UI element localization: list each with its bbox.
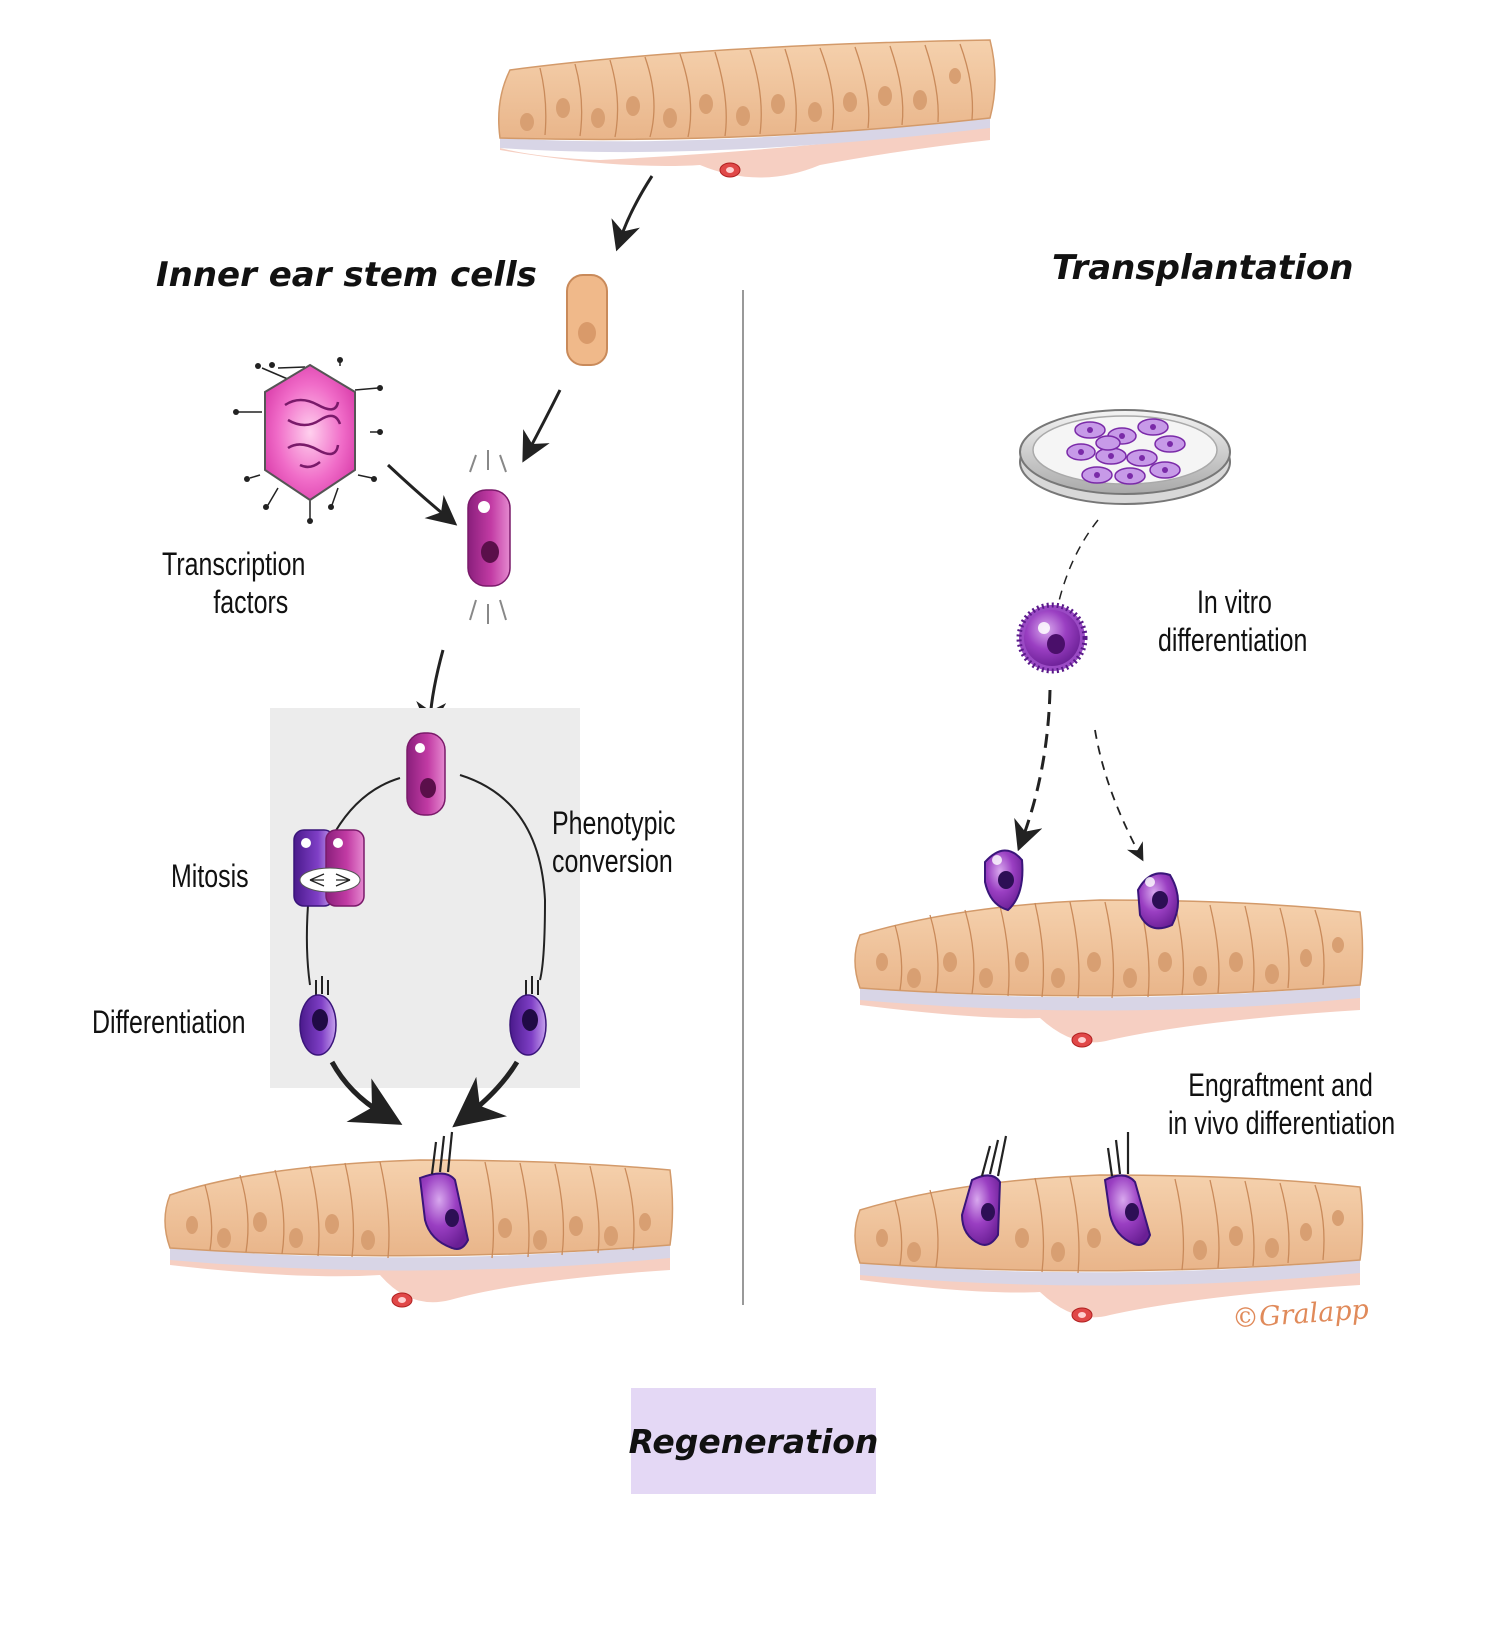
arrow-right-to-tissue: [452, 1060, 520, 1128]
label-transcription-line1: Transcription: [162, 546, 306, 582]
arrow-virus-to-stem: [386, 463, 458, 526]
transplanted-cell-left: [984, 849, 1024, 912]
label-engraftment-line1: Engraftment and: [1188, 1067, 1373, 1103]
mitosis-path-top: [334, 777, 401, 833]
right-title: Transplantation: [1052, 248, 1354, 288]
dashed-arrow-to-right-cell: [1094, 729, 1144, 862]
label-in-vitro-differentiation: In vitro differentiation: [1158, 583, 1307, 660]
tissue-strip-top: [498, 39, 996, 178]
label-in-vitro-line1: In vitro: [1197, 584, 1272, 620]
conversion-path: [459, 774, 547, 981]
arrow-tissue-to-progenitor: [611, 175, 654, 252]
cycle-stem-cell: [406, 732, 446, 816]
tissue-strip-transplant: [854, 849, 1364, 1048]
progenitor-cell: [566, 274, 608, 366]
reprogrammed-stem-cell: [467, 450, 511, 624]
virus-vector-icon: [233, 357, 383, 524]
arrow-progenitor-to-stem: [522, 389, 562, 463]
label-engraftment-line2: in vivo differentiation: [1168, 1105, 1396, 1142]
label-in-vitro-line2: differentiation: [1158, 622, 1308, 659]
label-differentiation: Differentiation: [92, 1004, 246, 1040]
differentiated-hair-cell-left: [299, 976, 337, 1056]
tissue-strip-regenerated: [164, 1131, 674, 1308]
petri-dish-icon: [1019, 409, 1231, 505]
mitosis-path-bottom: [305, 904, 311, 986]
regeneration-box: Regeneration: [628, 1388, 879, 1494]
left-title: Inner ear stem cells: [156, 255, 537, 295]
label-transcription-line2: factors: [213, 584, 289, 621]
dashed-arrow-to-left-cell: [1014, 689, 1052, 852]
label-phenotypic-line1: Phenotypic: [552, 805, 676, 841]
transplanted-cell-right: [1136, 872, 1179, 930]
regenerated-hair-cell: [418, 1131, 470, 1250]
label-phenotypic-line2: conversion: [552, 843, 673, 880]
label-mitosis: Mitosis: [171, 858, 249, 894]
dashed-line-dish-to-cell: [1057, 519, 1099, 606]
differentiated-hair-cell-right: [509, 976, 547, 1056]
arrow-left-to-tissue: [329, 1060, 403, 1125]
engrafted-hair-cell-right: [1103, 1132, 1152, 1246]
engrafted-hair-cell-left: [960, 1135, 1008, 1246]
label-transcription-factors: Transcription factors: [162, 545, 305, 622]
tissue-strip-engrafted: [854, 1132, 1364, 1323]
spiky-differentiating-cell: [1016, 602, 1088, 674]
label-engraftment: Engraftment and in vivo differentiation: [1168, 1066, 1395, 1143]
dividing-cell: [293, 829, 365, 907]
label-phenotypic-conversion: Phenotypic conversion: [552, 804, 675, 881]
regeneration-label: Regeneration: [628, 1421, 879, 1461]
